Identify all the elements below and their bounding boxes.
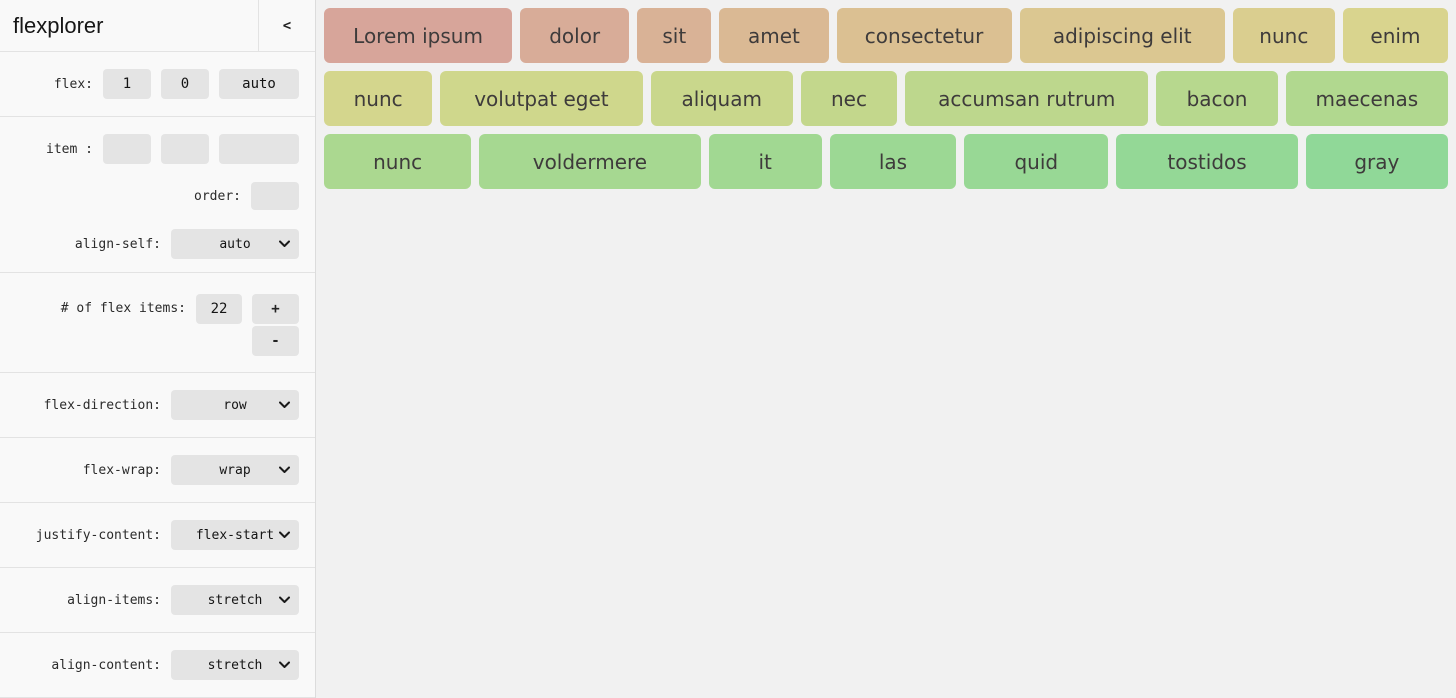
flex-item: tostidos <box>1116 134 1298 189</box>
sidebar-header: flexplorer < <box>0 0 315 52</box>
flex-direction-label: flex-direction: <box>43 397 161 413</box>
flex-wrap-section: flex-wrap: wrap <box>0 438 315 503</box>
align-self-select[interactable]: auto <box>171 229 299 259</box>
order-label: order: <box>194 188 241 204</box>
justify-content-label: justify-content: <box>35 527 161 543</box>
flex-item: dolor <box>520 8 630 63</box>
flex-wrap-select[interactable]: wrap <box>171 455 299 485</box>
chevron-left-icon: < <box>282 17 292 34</box>
align-content-section: align-content: stretch <box>0 633 315 698</box>
flex-item: it <box>708 134 822 189</box>
sidebar: flexplorer < flex: item : <box>0 0 316 698</box>
flex-label: flex: <box>53 76 93 92</box>
item-count-input[interactable] <box>196 294 242 324</box>
align-self-label: align-self: <box>74 236 161 252</box>
flex-item: quid <box>964 134 1109 189</box>
flex-item: nunc <box>324 134 472 189</box>
item-section: item : order: align-self: auto <box>0 117 315 273</box>
flex-item: gray <box>1305 134 1448 189</box>
item-flex-shrink-input[interactable] <box>161 134 209 164</box>
item-count-stepper: + - <box>252 294 299 356</box>
add-item-button[interactable]: + <box>252 294 299 324</box>
item-flex-grow-input[interactable] <box>103 134 151 164</box>
flex-item: bacon <box>1156 71 1278 126</box>
flex-direction-section: flex-direction: row <box>0 373 315 438</box>
flex-item: las <box>829 134 957 189</box>
flex-item: voldermere <box>479 134 701 189</box>
align-content-select[interactable]: stretch <box>171 650 299 680</box>
flex-item: enim <box>1342 8 1448 63</box>
flex-item: nunc <box>1232 8 1335 63</box>
flex-shorthand-section: flex: <box>0 52 315 117</box>
align-items-label: align-items: <box>67 592 161 608</box>
flex-item: consectetur <box>836 8 1012 63</box>
collapse-sidebar-button[interactable]: < <box>258 0 315 51</box>
flex-item: nunc <box>324 71 433 126</box>
flex-item: sit <box>637 8 712 63</box>
flex-item: maecenas <box>1285 71 1448 126</box>
item-count-section: # of flex items: + - <box>0 273 315 373</box>
flex-wrap-label: flex-wrap: <box>82 462 161 478</box>
flex-item: amet <box>719 8 829 63</box>
order-input[interactable] <box>251 182 299 210</box>
flex-item: adipiscing elit <box>1019 8 1225 63</box>
flex-item: aliquam <box>650 71 793 126</box>
flex-item: nec <box>800 71 898 126</box>
justify-content-section: justify-content: flex-start <box>0 503 315 568</box>
item-label: item : <box>46 141 93 157</box>
flex-item: Lorem ipsum <box>324 8 513 63</box>
item-count-label: # of flex items: <box>60 301 186 316</box>
flex-direction-select[interactable]: row <box>171 390 299 420</box>
align-items-select[interactable]: stretch <box>171 585 299 615</box>
flex-item: volutpat eget <box>440 71 643 126</box>
flex-shrink-input[interactable] <box>161 69 209 99</box>
flex-basis-input[interactable] <box>219 69 299 99</box>
remove-item-button[interactable]: - <box>252 326 299 356</box>
justify-content-select[interactable]: flex-start <box>171 520 299 550</box>
flex-grow-input[interactable] <box>103 69 151 99</box>
item-flex-basis-input[interactable] <box>219 134 299 164</box>
app-title: flexplorer <box>13 13 104 38</box>
align-content-label: align-content: <box>51 657 161 673</box>
flex-item: accumsan rutrum <box>905 71 1149 126</box>
align-items-section: align-items: stretch <box>0 568 315 633</box>
